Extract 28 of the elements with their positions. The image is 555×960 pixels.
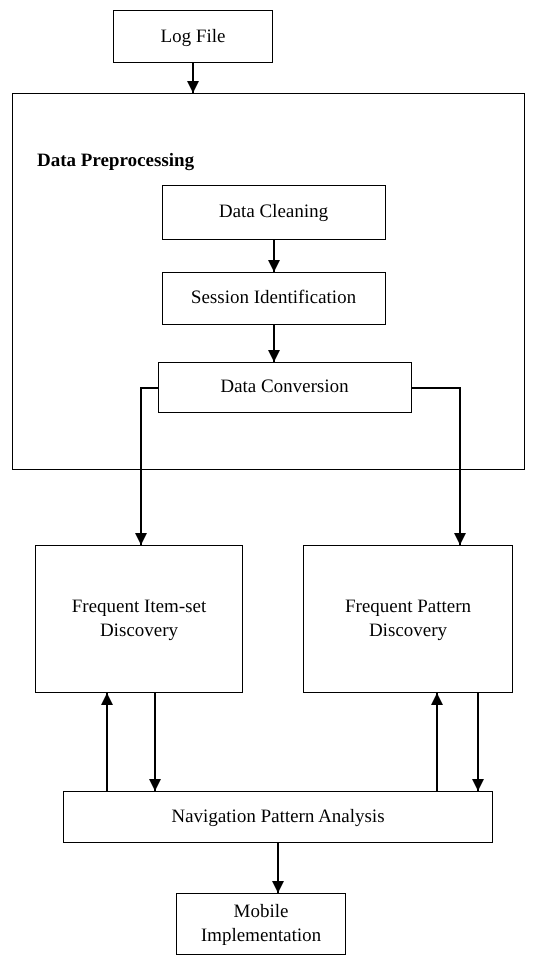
group-heading: Data Preprocessing — [37, 150, 194, 172]
process-box — [158, 362, 412, 412]
process-box — [35, 545, 243, 693]
node-label: Data Cleaning — [218, 200, 330, 224]
process-box — [162, 184, 386, 240]
group-box — [12, 93, 525, 470]
node-label: Frequent Item-set Discovery — [70, 595, 208, 643]
process-box — [63, 791, 493, 843]
node-label: Log File — [160, 24, 226, 48]
arrow — [272, 843, 284, 893]
arrow — [149, 693, 161, 791]
arrow — [472, 693, 484, 791]
arrow — [101, 693, 113, 791]
node-label: Session Identification — [190, 286, 358, 310]
arrow — [268, 240, 280, 272]
node-label: Frequent Pattern Discovery — [344, 595, 472, 643]
node-label: Navigation Pattern Analysis — [170, 805, 386, 829]
node-label: Mobile Implementation — [200, 900, 322, 948]
arrow — [187, 63, 199, 93]
arrow — [268, 325, 280, 362]
process-box — [162, 272, 386, 324]
process-box — [303, 545, 513, 693]
arrow — [412, 387, 466, 545]
arrow — [135, 387, 158, 545]
node-label: Data Conversion — [219, 375, 350, 399]
process-box — [113, 10, 273, 63]
arrow — [431, 693, 443, 791]
process-box — [176, 893, 346, 955]
